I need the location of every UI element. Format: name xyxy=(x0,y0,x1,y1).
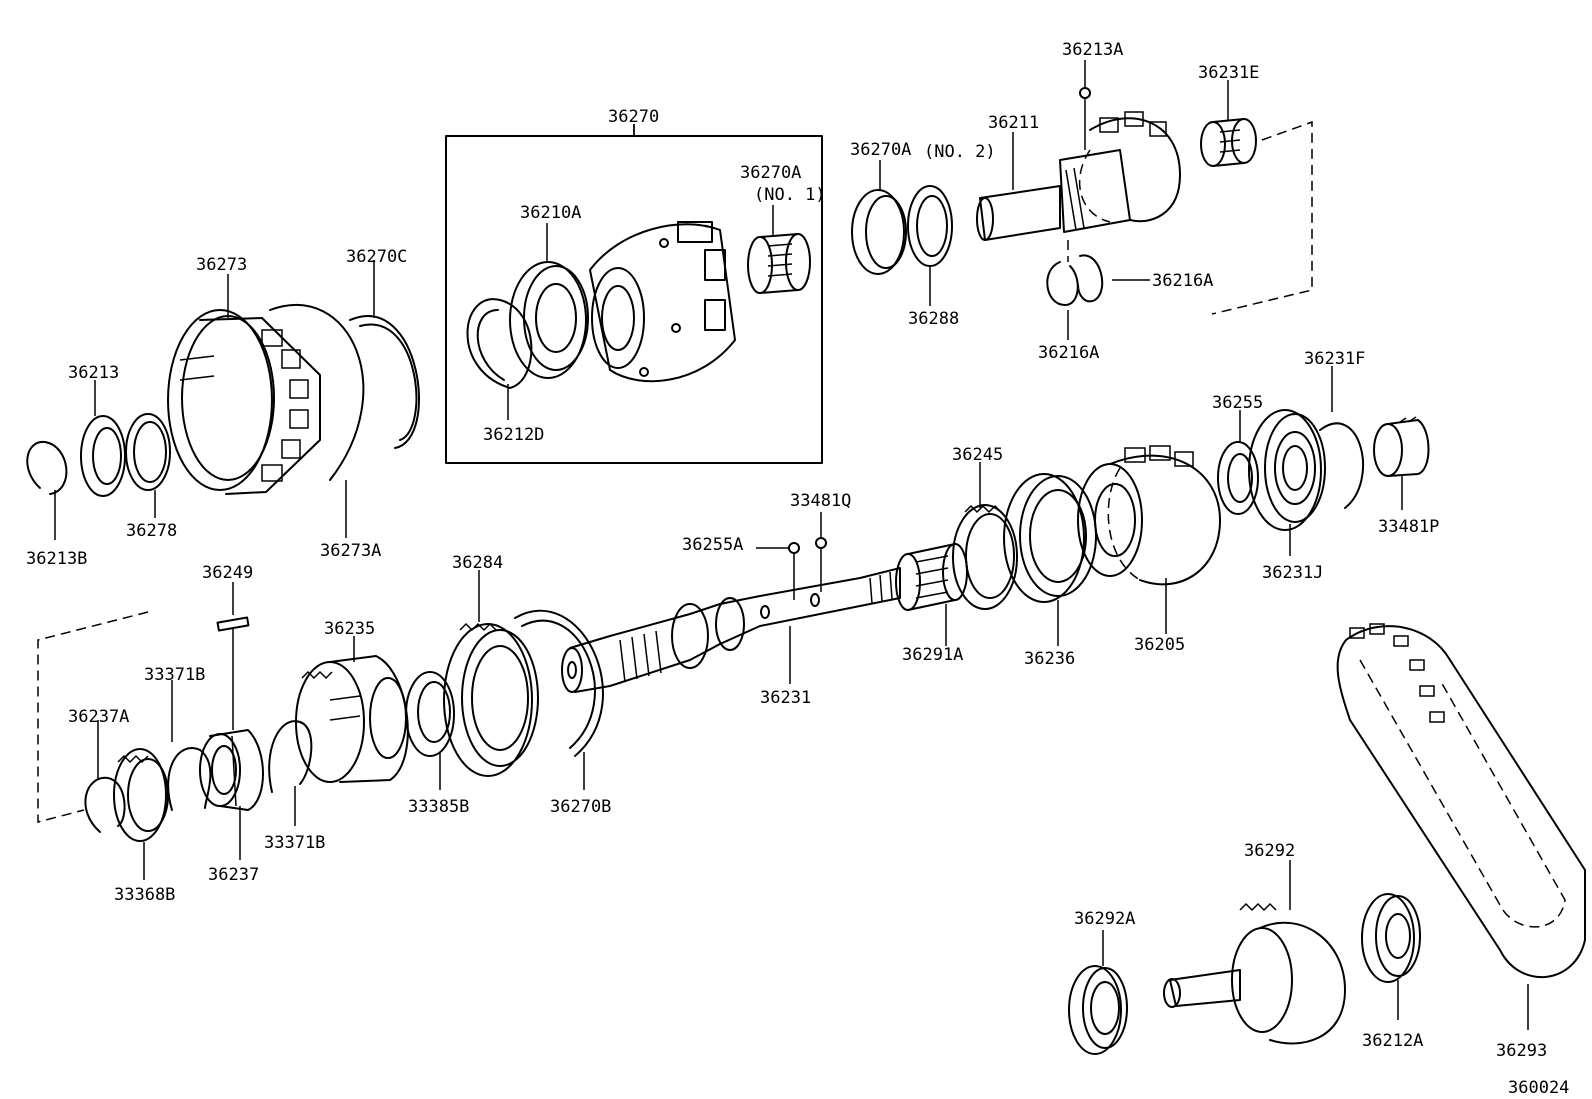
bearing-36210A xyxy=(509,261,587,379)
sprocket-36292 xyxy=(1163,902,1346,1045)
chain-36293 xyxy=(1336,623,1586,979)
label-no2: (NO. 2) xyxy=(924,142,996,162)
gear-36205 xyxy=(1077,445,1221,586)
label-no1: (NO. 1) xyxy=(754,185,826,205)
label-36249: 36249 xyxy=(202,563,253,583)
label-36270B: 36270B xyxy=(550,797,611,817)
washer-36255 xyxy=(1217,441,1259,515)
spring-33371B-top xyxy=(167,747,212,811)
bushing-33481P xyxy=(1373,416,1430,477)
label-33481P: 33481P xyxy=(1378,517,1439,537)
label-33368B: 33368B xyxy=(114,885,175,905)
label-36270A-no2: 36270A xyxy=(850,140,911,160)
label-36205: 36205 xyxy=(1134,635,1185,655)
label-33371B-bottom: 33371B xyxy=(264,833,325,853)
label-36237A: 36237A xyxy=(68,707,129,727)
washer-36288 xyxy=(907,185,953,267)
snap-ring-36216A-b xyxy=(1077,254,1104,303)
washer-36213 xyxy=(80,415,126,497)
label-36278: 36278 xyxy=(126,521,177,541)
label-36292: 36292 xyxy=(1244,841,1295,861)
needle-bearing-36270A-no1 xyxy=(747,233,811,294)
needle-bearing-36291A xyxy=(895,543,968,611)
snap-ring-36237A xyxy=(84,776,126,833)
label-36273A: 36273A xyxy=(320,541,381,561)
snap-ring-36216A-a xyxy=(1046,261,1079,306)
label-36213: 36213 xyxy=(68,363,119,383)
label-33385B: 33385B xyxy=(408,797,469,817)
label-36237: 36237 xyxy=(208,865,259,885)
ball-36213A xyxy=(1079,87,1091,99)
label-36270: 36270 xyxy=(608,107,659,127)
part-labels: 36213A 36231E 36270 36211 36270A (NO. 2)… xyxy=(26,40,1569,1098)
label-36210A: 36210A xyxy=(520,203,581,223)
label-36270C: 36270C xyxy=(346,247,407,267)
bearing-36231J xyxy=(1248,409,1326,531)
group-bracket-left xyxy=(37,611,149,823)
spring-33371B-bottom xyxy=(268,720,313,793)
label-36245: 36245 xyxy=(952,445,1003,465)
snap-ring-36212D xyxy=(466,298,533,389)
washer-36278 xyxy=(125,413,171,491)
gear-36245 xyxy=(952,504,1018,610)
planetary-assembly-group xyxy=(445,124,823,464)
label-360024: 360024 xyxy=(1508,1078,1569,1098)
ring-33385B xyxy=(405,671,455,757)
gear-36235 xyxy=(295,655,409,783)
ball-33481Q xyxy=(815,537,827,549)
snap-ring-36231F xyxy=(1319,422,1365,509)
label-36216A-bottom: 36216A xyxy=(1038,343,1099,363)
bearing-36270A-no2 xyxy=(851,189,907,275)
label-36231: 36231 xyxy=(760,688,811,708)
bearing-36292A xyxy=(1068,965,1128,1055)
label-36236: 36236 xyxy=(1024,649,1075,669)
label-36273: 36273 xyxy=(196,255,247,275)
planet-carrier xyxy=(589,221,736,383)
label-36284: 36284 xyxy=(452,553,503,573)
label-36213A: 36213A xyxy=(1062,40,1123,60)
label-36231J: 36231J xyxy=(1262,563,1323,583)
label-36270A-no1: 36270A xyxy=(740,163,801,183)
snap-ring-36273A xyxy=(269,303,365,481)
label-36211: 36211 xyxy=(988,113,1039,133)
label-36291A: 36291A xyxy=(902,645,963,665)
label-36212D: 36212D xyxy=(483,425,544,445)
needle-bearing-36231E xyxy=(1200,118,1257,167)
label-36292A: 36292A xyxy=(1074,909,1135,929)
leader-lines xyxy=(54,124,1529,1030)
main-shaft-36231 xyxy=(561,567,901,693)
label-36293: 36293 xyxy=(1496,1041,1547,1061)
label-36231F: 36231F xyxy=(1304,349,1365,369)
label-36216A-right: 36216A xyxy=(1152,271,1213,291)
gear-36284 xyxy=(443,622,539,777)
label-36213B: 36213B xyxy=(26,549,87,569)
bearing-36212A xyxy=(1361,893,1421,983)
ball-36255A xyxy=(788,542,800,554)
label-33481Q: 33481Q xyxy=(790,491,851,511)
label-36288: 36288 xyxy=(908,309,959,329)
label-36231E: 36231E xyxy=(1198,63,1259,83)
label-36235: 36235 xyxy=(324,619,375,639)
hub-sleeve-36237 xyxy=(199,729,264,811)
ring-gear-36273 xyxy=(167,309,321,495)
snap-ring-36270B xyxy=(514,609,604,757)
snap-ring-36270C xyxy=(349,315,421,449)
label-36255: 36255 xyxy=(1212,393,1263,413)
label-36212A: 36212A xyxy=(1362,1031,1423,1051)
label-36255A: 36255A xyxy=(682,535,743,555)
snap-ring-36213B xyxy=(26,440,68,495)
key-36249 xyxy=(216,616,250,632)
label-33371B-top: 33371B xyxy=(144,665,205,685)
shaft-36211 xyxy=(976,111,1181,241)
